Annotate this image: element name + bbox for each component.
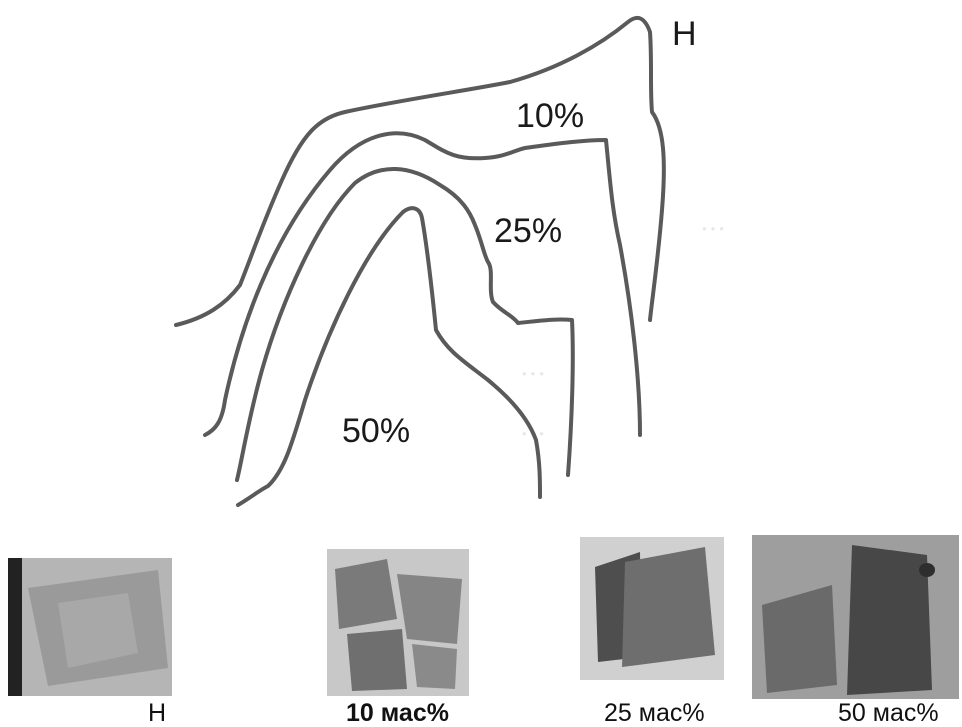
sample-caption-h: Н [148, 700, 166, 727]
sample-caption-25: 25 мас% [604, 700, 705, 727]
profile-line-50 [238, 208, 540, 505]
sample-caption-50: 50 мас% [838, 700, 939, 727]
erosion-profile-diagram: … … … H 10% 25% 50% [0, 0, 962, 520]
curve-label-25: 25% [494, 212, 562, 250]
sample-photo-h [8, 558, 172, 696]
svg-text:…: … [700, 207, 726, 237]
profile-line-10 [205, 133, 640, 435]
curve-label-10: 10% [516, 97, 584, 135]
sample-photo-10 [327, 549, 469, 696]
profile-line-h [176, 18, 664, 325]
sample-photo-50 [752, 535, 959, 699]
curve-label-h: H [672, 15, 697, 53]
sample-caption-10: 10 мас% [346, 700, 449, 727]
sample-photo-25 [580, 537, 724, 680]
curve-label-50: 50% [342, 412, 410, 450]
svg-text:…: … [520, 352, 546, 382]
